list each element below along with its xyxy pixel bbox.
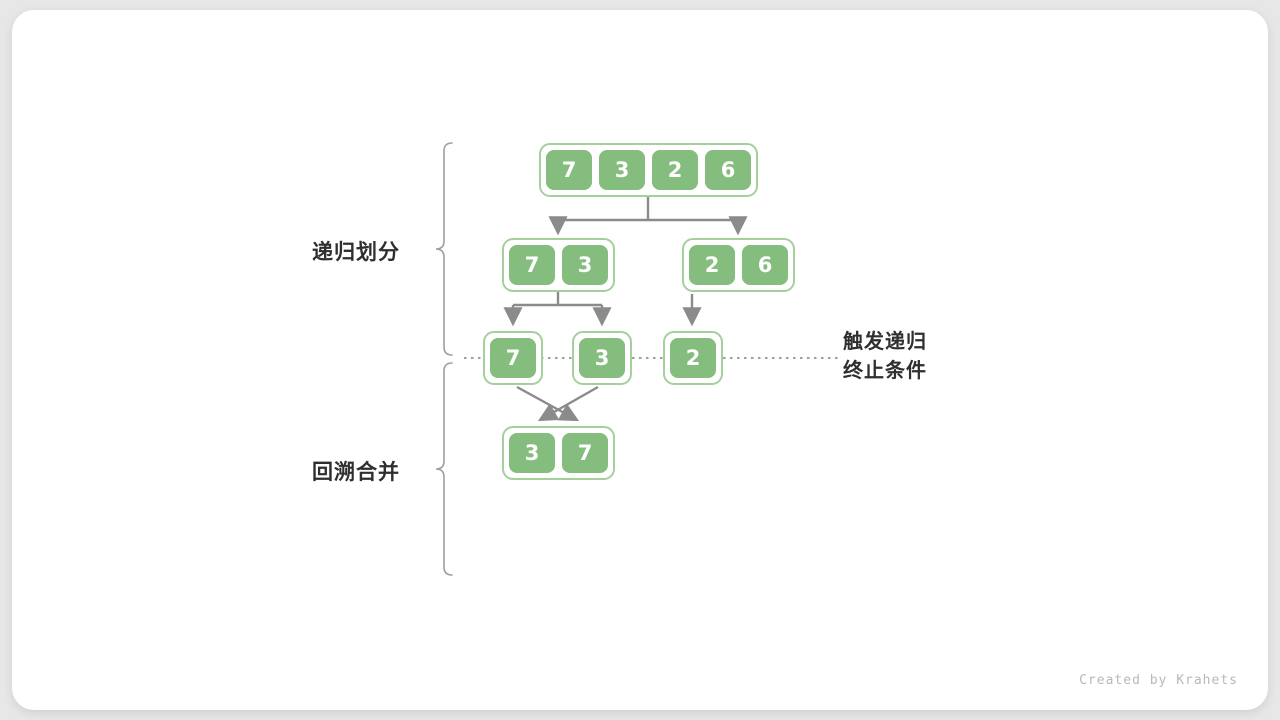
array-cell: 3 <box>579 338 625 378</box>
label-termination: 触发递归 终止条件 <box>843 328 927 386</box>
node-single-2: 2 <box>663 331 723 385</box>
watermark-credit: Created by Krahets <box>1079 673 1238 688</box>
array-cell: 7 <box>509 245 555 285</box>
array-cell: 3 <box>599 150 645 190</box>
array-cell: 3 <box>562 245 608 285</box>
diagram-card: 7 3 2 6 7 3 2 6 7 3 2 3 7 递归划分 回溯合并 触发递归… <box>12 10 1268 710</box>
array-cell: 2 <box>689 245 735 285</box>
node-merged-pair: 3 7 <box>502 426 615 480</box>
connector-root-split <box>558 197 738 222</box>
connector-layer <box>435 142 838 576</box>
node-single-3: 3 <box>572 331 632 385</box>
arrow-merge-7 <box>516 385 580 422</box>
label-termination-line2: 终止条件 <box>843 360 927 382</box>
array-cell: 2 <box>670 338 716 378</box>
brace-merge <box>435 362 453 576</box>
node-root: 7 3 2 6 <box>539 143 758 197</box>
array-cell: 7 <box>546 150 592 190</box>
array-cell: 6 <box>705 150 751 190</box>
node-single-7: 7 <box>483 331 543 385</box>
connector-left-split <box>513 292 602 307</box>
node-right-pair: 2 6 <box>682 238 795 292</box>
node-left-pair: 7 3 <box>502 238 615 292</box>
label-divide-phase: 递归划分 <box>312 241 400 264</box>
label-merge-phase: 回溯合并 <box>312 461 400 484</box>
label-termination-line1: 触发递归 <box>843 331 927 353</box>
arrow-merge-3 <box>537 385 599 422</box>
array-cell: 2 <box>652 150 698 190</box>
array-cell: 3 <box>509 433 555 473</box>
array-cell: 7 <box>562 433 608 473</box>
array-cell: 6 <box>742 245 788 285</box>
array-cell: 7 <box>490 338 536 378</box>
brace-divide <box>435 142 453 356</box>
